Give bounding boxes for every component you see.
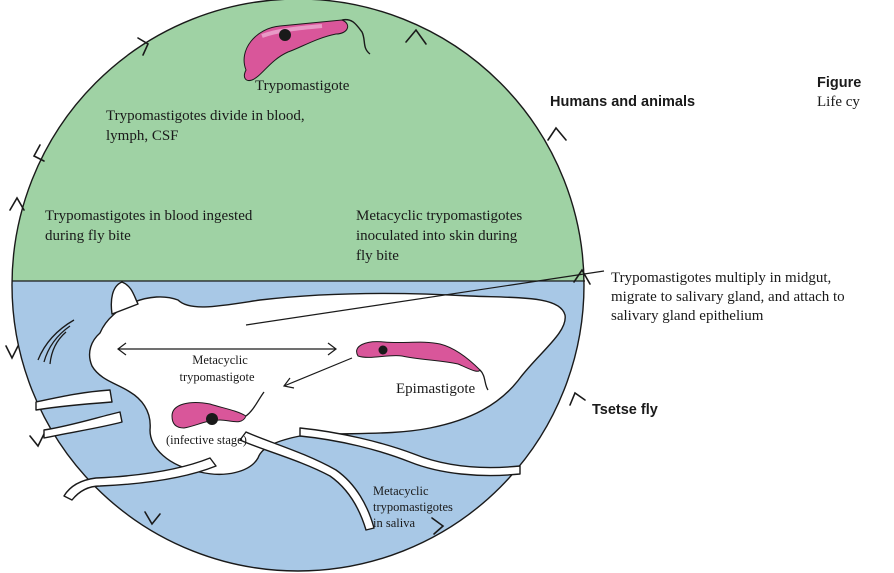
infective-stage-label: (infective stage) xyxy=(166,433,247,448)
arrowhead xyxy=(30,434,44,446)
epimastigote-label: Epimastigote xyxy=(396,380,475,398)
arrowhead xyxy=(548,128,566,140)
divide-text-line2: lymph, CSF xyxy=(106,127,179,145)
epimastigote-nucleus xyxy=(379,346,388,355)
metacyclic-text-line2: inoculated into skin during xyxy=(356,227,517,245)
multiply-text-line1: Trypomastigotes multiply in midgut, xyxy=(611,269,831,287)
metacyclic-nucleus xyxy=(206,413,218,425)
arrowhead xyxy=(6,346,18,358)
ingested-text-line1: Trypomastigotes in blood ingested xyxy=(45,207,252,225)
trypomastigote-nucleus xyxy=(279,29,291,41)
multiply-text-line2: migrate to salivary gland, and attach to xyxy=(611,288,845,306)
host-label-fly: Tsetse fly xyxy=(592,402,658,418)
multiply-text-line3: salivary gland epithelium xyxy=(611,307,763,325)
trypomastigote-label: Trypomastigote xyxy=(255,77,349,95)
saliva-text-line3: in saliva xyxy=(373,516,415,531)
ingested-text-line2: during fly bite xyxy=(45,227,131,245)
saliva-text-line2: trypomastigotes xyxy=(373,500,453,515)
metacyclic-text-line3: fly bite xyxy=(356,247,399,265)
arrowhead xyxy=(570,393,585,405)
metacyclic-text-line1: Metacyclic trypomastigotes xyxy=(356,207,522,225)
metacyclic-inner-line1: Metacyclic xyxy=(165,353,275,368)
saliva-text-line1: Metacyclic xyxy=(373,484,429,499)
divide-text-line1: Trypomastigotes divide in blood, xyxy=(106,107,305,125)
figure-label: Figure xyxy=(817,75,861,91)
figure-caption: Life cy xyxy=(817,94,860,110)
host-label-humans: Humans and animals xyxy=(550,94,695,110)
metacyclic-inner-line2: trypomastigote xyxy=(152,370,282,385)
